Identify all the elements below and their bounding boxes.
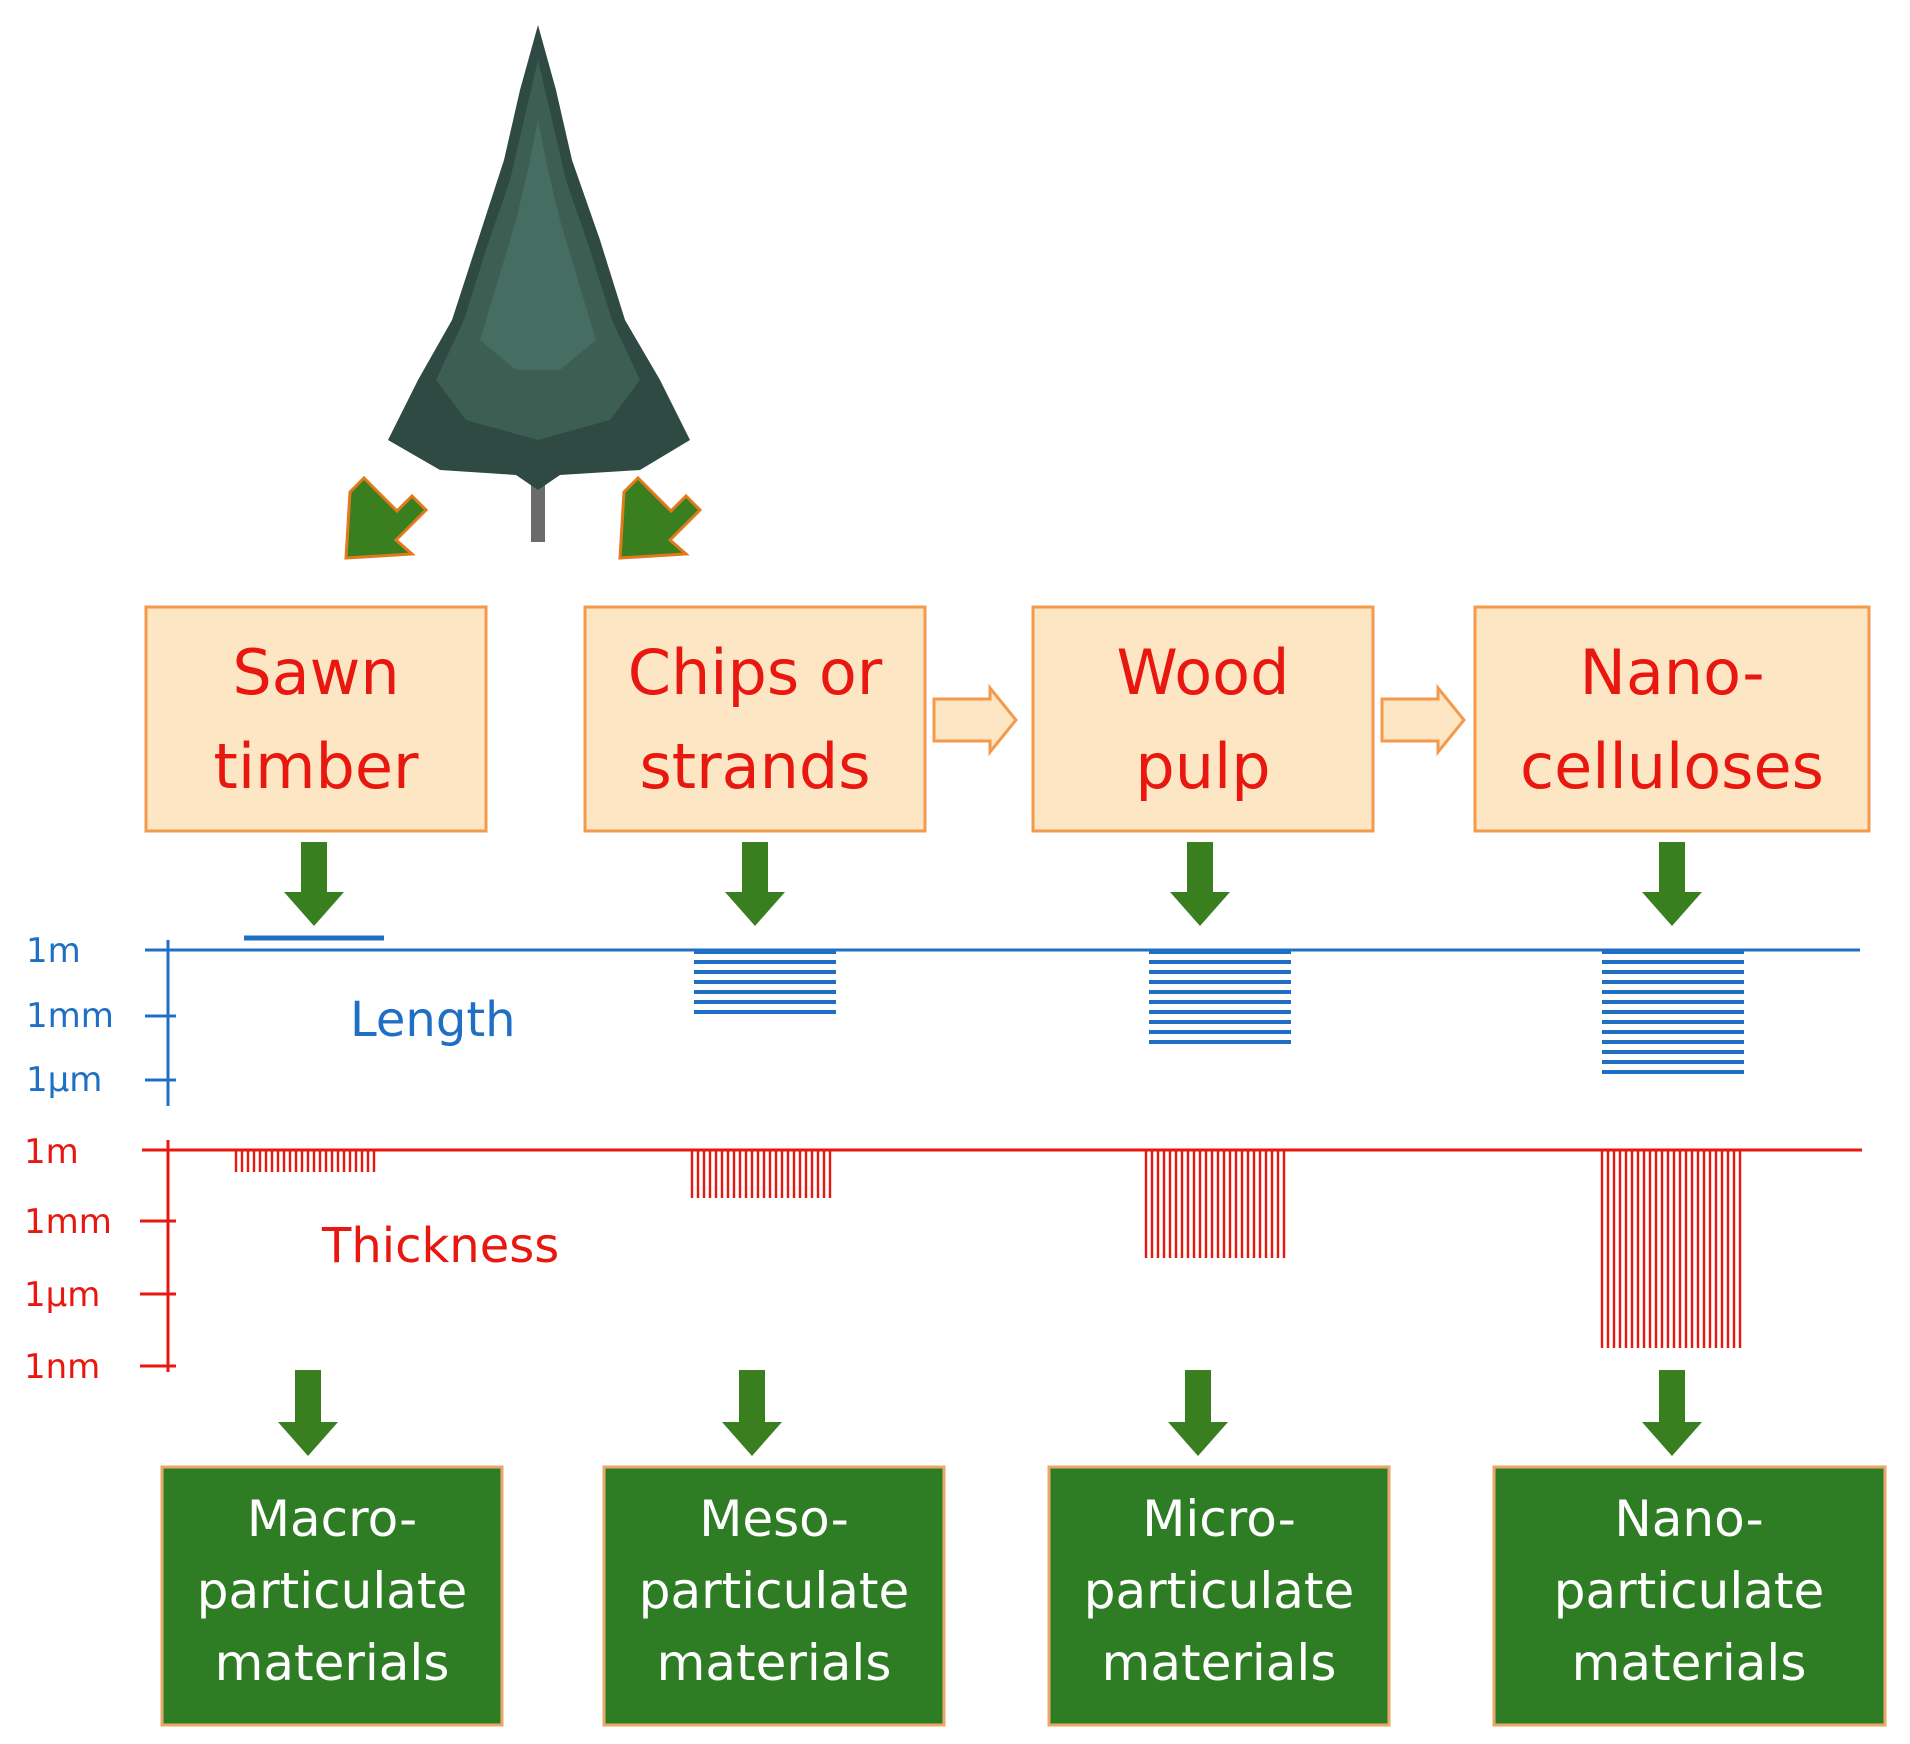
green-arrow-down-icon — [1642, 1370, 1702, 1456]
micro-particulate-box: Micro-particulate materials — [1047, 1465, 1391, 1727]
output-label-line: Nano- — [1614, 1490, 1763, 1548]
process-label-line: Nano- — [1579, 636, 1764, 709]
thickness-scale: 1m 1mm 1µm 1nm Thickness — [24, 1132, 1862, 1387]
meso-particulate-box: Meso-particulate materials — [602, 1465, 946, 1727]
process-label-line: timber — [214, 730, 419, 803]
thickness-axis-title: Thickness — [321, 1218, 559, 1274]
green-arrow-down-icon — [284, 842, 344, 926]
length-tick-1m: 1m — [26, 931, 81, 971]
output-label-line: Meso- — [699, 1490, 849, 1548]
length-bar-nano-celluloses — [1602, 950, 1744, 1074]
length-bar-wood-pulp — [1149, 950, 1291, 1044]
nano-celluloses-box: Nano-celluloses — [1473, 605, 1871, 833]
thickness-bar-nano-celluloses — [1600, 1150, 1742, 1348]
green-arrow-to-sawn-timber — [344, 475, 429, 560]
nano-particulate-box: Nano-particulate materials — [1492, 1465, 1887, 1727]
process-label-line: Wood — [1117, 636, 1290, 709]
output-label-line: Micro- — [1142, 1490, 1296, 1548]
output-label-line: materials — [215, 1634, 450, 1692]
green-arrow-down-icon — [278, 1370, 338, 1456]
process-label-line: strands — [639, 730, 870, 803]
green-arrow-down-icon — [1642, 842, 1702, 926]
sawn-timber-box: Sawn timber — [144, 605, 488, 833]
green-arrow-down-icon — [725, 842, 785, 926]
length-axis-title: Length — [350, 992, 516, 1048]
thickness-tick-1mm: 1mm — [24, 1202, 112, 1242]
thickness-tick-1m: 1m — [24, 1132, 79, 1172]
chips-or-strands-box: Chips or strands — [583, 605, 927, 833]
orange-arrow-right-icon — [932, 683, 1018, 757]
green-arrow-down-icon — [1170, 842, 1230, 926]
output-label-line: materials — [1572, 1634, 1807, 1692]
output-label-line: particulate — [197, 1562, 468, 1620]
thickness-tick-1um: 1µm — [24, 1275, 100, 1315]
process-label-line: Sawn — [232, 636, 399, 709]
length-tick-1mm: 1mm — [26, 996, 114, 1036]
length-scale: 1m 1mm 1µm Length — [26, 931, 1860, 1106]
thickness-bar-wood-pulp — [1144, 1150, 1286, 1258]
green-arrow-down-icon — [722, 1370, 782, 1456]
macro-particulate-box: Macro-particulate materials — [160, 1465, 504, 1727]
thickness-bar-sawn-timber — [234, 1150, 376, 1172]
output-label-line: materials — [657, 1634, 892, 1692]
output-label-line: particulate — [1554, 1562, 1825, 1620]
process-label-line: pulp — [1135, 730, 1270, 803]
green-arrow-to-chips — [618, 475, 703, 560]
process-label-line: Chips or — [628, 636, 883, 709]
output-label-line: particulate — [639, 1562, 910, 1620]
green-arrow-down-icon — [1168, 1370, 1228, 1456]
output-label-line: particulate — [1084, 1562, 1355, 1620]
thickness-bar-chips-or-strands — [690, 1150, 832, 1198]
spruce-tree-icon — [388, 25, 690, 542]
length-bar-chips-or-strands — [694, 950, 836, 1014]
output-label-line: Macro- — [247, 1490, 417, 1548]
length-tick-1um: 1µm — [26, 1060, 102, 1100]
wood-pulp-box: Wood pulp — [1031, 605, 1375, 833]
orange-arrow-right-icon — [1380, 683, 1466, 757]
thickness-tick-1nm: 1nm — [24, 1347, 100, 1387]
process-label-line: celluloses — [1520, 730, 1824, 803]
output-label-line: materials — [1102, 1634, 1337, 1692]
